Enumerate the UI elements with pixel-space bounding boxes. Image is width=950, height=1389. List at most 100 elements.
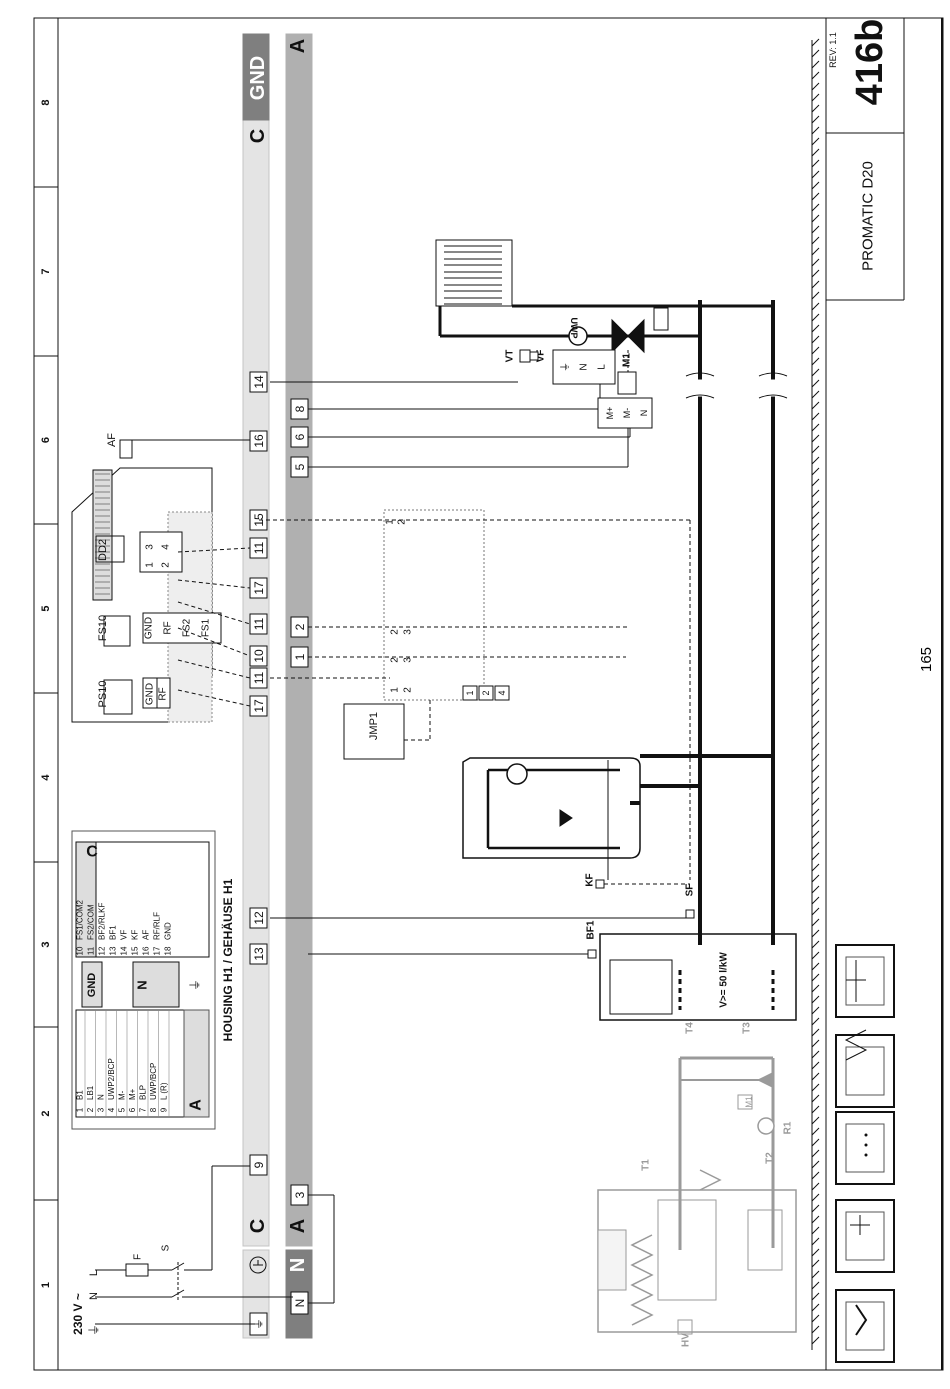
legend-c-index: 14 <box>120 946 129 955</box>
ps10-term-GND: GND <box>145 683 156 705</box>
terminal-c <box>249 907 268 929</box>
ground-hatch <box>811 929 820 938</box>
ground-hatch <box>811 269 820 278</box>
ground-hatch <box>811 962 820 971</box>
vt-label: VT <box>505 350 516 363</box>
legend-a-text: M+ <box>128 1088 137 1100</box>
controller-terminal-strip <box>92 469 113 601</box>
ruler-number: 4 <box>40 774 52 781</box>
accessory-icon-inner <box>845 1123 885 1173</box>
terminal-pe-symbol: ⏚ <box>251 1318 265 1330</box>
legend-a-index: 1 <box>76 1107 85 1112</box>
legend-a-head <box>183 1009 210 1118</box>
ground-hatch <box>811 478 820 487</box>
legend-a-text: M- <box>118 1090 127 1100</box>
legend-c-text: FS2/COM <box>87 904 96 940</box>
radiator <box>435 239 513 307</box>
ps10-label: PS10 <box>97 681 109 708</box>
ground-hatch <box>811 742 820 751</box>
ground-hatch <box>811 434 820 443</box>
boiler-chamber-2 <box>747 1209 783 1271</box>
controller-link <box>177 547 251 553</box>
terminal-c-number: 10 <box>252 649 266 663</box>
ground-hatch <box>811 390 820 399</box>
ground-hatch <box>811 335 820 344</box>
ground-hatch <box>811 709 820 718</box>
ground-hatch <box>811 159 820 168</box>
t4-label: T4 <box>685 1022 696 1034</box>
ground-hatch <box>811 511 820 520</box>
fs10-label: FS10 <box>97 615 109 641</box>
t3-label: T3 <box>742 1022 753 1034</box>
legend-c-index: 17 <box>153 946 162 955</box>
hydraulic-group <box>462 757 641 859</box>
terminal-c-number: 11 <box>252 671 266 684</box>
ground-hatch <box>811 874 820 883</box>
ground-hatch <box>811 302 820 311</box>
m1-label: M1 <box>622 353 633 367</box>
terminal-a-number: 5 <box>293 463 307 470</box>
jmp1-pin: 2 <box>390 629 401 635</box>
ground-hatch <box>811 533 820 542</box>
ruler-number: 8 <box>40 99 52 105</box>
dd2-term: 2 <box>161 562 172 568</box>
terminal-c-number: 9 <box>252 1161 266 1168</box>
hydraulic-group-icon-inner <box>845 956 885 1006</box>
jmp1-label: JMP1 <box>368 712 380 740</box>
n-bar-label: N <box>287 1258 309 1272</box>
ground-hatch <box>811 775 820 784</box>
legend-a-index: 3 <box>97 1107 106 1112</box>
ground-hatch <box>811 1061 820 1070</box>
jmp1-pin: 3 <box>403 629 414 635</box>
tank-capacity: V>= 50 l/kW <box>719 952 730 1008</box>
ground-hatch <box>811 632 820 641</box>
ground-hatch <box>811 687 820 696</box>
hv-valve <box>677 1319 693 1335</box>
ground-hatch <box>811 544 820 553</box>
legend-c-index: 15 <box>131 946 140 955</box>
controller-link <box>177 579 251 589</box>
fs10-term: GND <box>144 617 155 639</box>
ground-hatch <box>811 38 820 47</box>
t1-label: T1 <box>641 1159 652 1171</box>
supply-voltage: 230 V ~ <box>71 1293 85 1335</box>
terminal-a-number: 3 <box>293 1191 307 1198</box>
legend-a-index: 4 <box>107 1107 116 1112</box>
legend-a-index: 8 <box>149 1107 158 1112</box>
ground-hatch <box>811 357 820 366</box>
legend-c-text: KF <box>131 930 140 940</box>
a-bar-label-bottom: A <box>287 1219 309 1233</box>
pipe-break-mark <box>758 394 788 399</box>
ground-hatch <box>811 885 820 894</box>
ground-hatch <box>811 907 820 916</box>
ground-hatch <box>811 1116 820 1125</box>
jmp1-top-pin: 1 <box>385 519 396 525</box>
ground-hatch <box>811 1314 820 1323</box>
legend-a-text: LB1 <box>86 1085 95 1100</box>
accessory-icon <box>835 1111 895 1185</box>
legend-c-text: FS1/COM2 <box>76 899 85 940</box>
ground-hatch <box>811 852 820 861</box>
page-number: 165 <box>918 646 935 672</box>
ground-hatch <box>811 1281 820 1290</box>
ground-hatch <box>811 401 820 410</box>
tile-hydraulic-mark <box>846 960 866 1002</box>
ground-hatch <box>811 940 820 949</box>
legend-c-index: 16 <box>142 946 151 955</box>
ground-hatch <box>811 181 820 190</box>
legend-c-text: VF <box>120 930 129 940</box>
tile-stove-mark <box>855 1304 868 1336</box>
bar-a <box>285 33 313 1247</box>
uwp-term: ⏚ <box>560 362 572 372</box>
m1-term: N <box>639 410 649 417</box>
ground-hatch <box>811 258 820 267</box>
ground-hatch <box>811 489 820 498</box>
legend-a-text: B1 <box>76 1090 85 1100</box>
ruler-number: 2 <box>40 1110 52 1116</box>
supply-n: N <box>88 1292 100 1300</box>
terminal-c-number: 13 <box>252 947 266 961</box>
hydraulic-group-icon <box>835 944 895 1018</box>
ground-hatch <box>811 1105 820 1114</box>
ruler-number: 7 <box>40 268 52 274</box>
